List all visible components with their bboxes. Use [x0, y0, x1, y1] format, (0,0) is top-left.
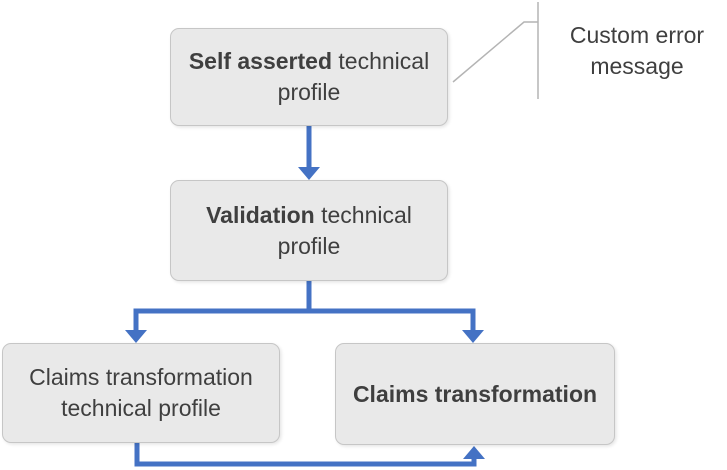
node-label-line2: profile: [277, 232, 341, 259]
node-label-bold: Self asserted: [188, 48, 333, 74]
node-label-rest: technical: [332, 48, 430, 74]
arrowhead-down-validation-icon: [298, 167, 320, 180]
arrowhead-up-icon: [463, 446, 485, 459]
node-claims-transformation: Claims transformation: [335, 343, 615, 445]
node-label-line2: profile: [277, 79, 341, 105]
callout-leader-line: [452, 21, 538, 83]
connector-bottom-loop: [134, 443, 477, 467]
node-label-line1: Claims transformation: [29, 364, 253, 390]
node-label-line1: Validation technical: [206, 200, 412, 231]
callout-custom-error-message: Custom error message: [569, 22, 705, 79]
arrowhead-down-right-icon: [462, 330, 484, 343]
node-claims-transformation-technical-profile: Claims transformation technical profile: [2, 343, 280, 443]
node-label-line1: Claims transformation: [352, 380, 598, 407]
node-self-asserted-technical-profile: Self asserted technical profile: [170, 28, 448, 126]
node-label-line1: Self asserted technical: [189, 46, 429, 77]
node-validation-technical-profile: Validation technical profile: [170, 180, 448, 281]
arrowhead-down-left-icon: [125, 330, 147, 343]
node-label-line2: technical profile: [61, 395, 221, 421]
node-label-bold: Validation: [206, 201, 315, 228]
node-label-rest: technical: [314, 201, 412, 228]
connector-branch-rail: [133, 308, 476, 331]
